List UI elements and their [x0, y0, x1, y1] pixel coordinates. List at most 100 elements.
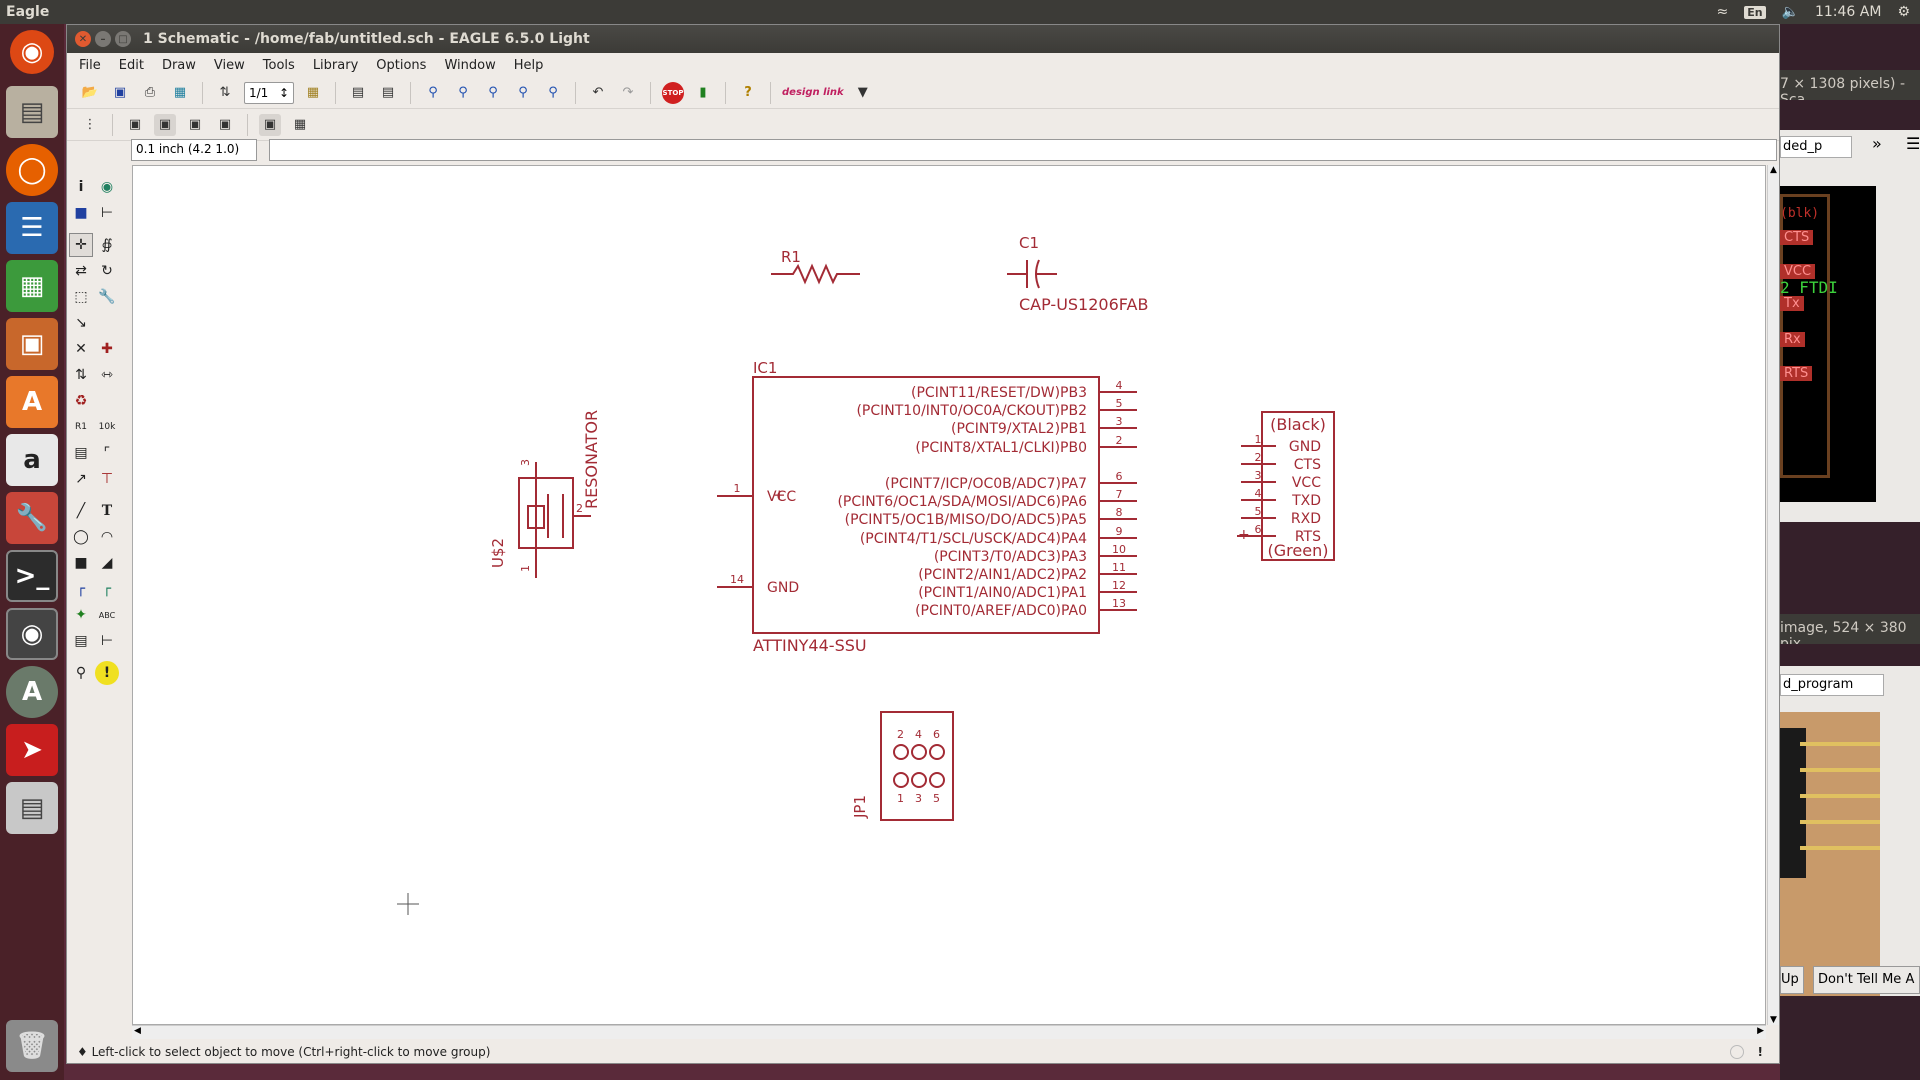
arc-icon[interactable]: ◠	[100, 529, 114, 545]
replace-icon[interactable]: ⇿	[101, 367, 113, 383]
horizontal-scrollbar[interactable]: ◀ ▶	[132, 1025, 1766, 1039]
erc-icon[interactable]: ⚲	[75, 665, 87, 681]
pinswap-icon[interactable]: ⇅	[75, 367, 87, 383]
menu-tools[interactable]: Tools	[262, 57, 295, 73]
layout-2-icon[interactable]: ▣	[154, 113, 176, 136]
vertical-scrollbar[interactable]: ▲ ▼	[1767, 165, 1779, 1025]
add-icon[interactable]: ✚	[101, 341, 113, 357]
go-icon[interactable]: ▮	[699, 85, 707, 100]
rect-icon[interactable]: ■	[74, 555, 88, 571]
ic1-body[interactable]	[752, 376, 1100, 634]
circle-icon[interactable]: ◯	[73, 529, 89, 545]
bg-menu-icon[interactable]: ☰	[1906, 134, 1920, 153]
ftdi-body[interactable]	[1261, 411, 1335, 561]
value-icon[interactable]: 10k	[98, 422, 116, 432]
name-icon[interactable]: R1	[75, 422, 87, 432]
miter-icon[interactable]: ⌜	[103, 445, 111, 461]
text-icon[interactable]: T	[101, 503, 113, 519]
mark-icon[interactable]: ⊢	[100, 205, 114, 221]
amazon-icon[interactable]: a	[6, 434, 58, 486]
open-icon[interactable]: 📂	[81, 85, 99, 100]
zoom-in-icon[interactable]: ⚲	[458, 85, 468, 100]
stop-icon[interactable]: STOP	[662, 81, 684, 104]
writer-icon[interactable]: ☰	[6, 202, 58, 254]
zoom-out-icon[interactable]: ⚲	[488, 85, 498, 100]
minimize-icon[interactable]: –	[95, 31, 111, 47]
ulp-icon[interactable]: ▤	[381, 85, 395, 100]
layout-5-icon[interactable]: ▣	[259, 113, 281, 136]
command-input[interactable]	[269, 139, 1777, 161]
split-icon[interactable]: ↗	[75, 471, 87, 487]
bg-up-button[interactable]: Up	[1780, 966, 1804, 994]
keyboard-indicator[interactable]: En	[1744, 5, 1766, 19]
group-icon[interactable]: ⬚	[74, 289, 88, 305]
close-icon[interactable]: ✕	[75, 31, 91, 47]
cam-icon[interactable]: ▦	[173, 85, 187, 100]
schematic-canvas[interactable]: R1 C1 CAP-US1206FAB IC1 ATTINY44-SSU U$2…	[132, 165, 1766, 1025]
show-icon[interactable]: ◉	[100, 179, 114, 195]
layout-1-icon[interactable]: ▣	[128, 117, 142, 132]
dimension-icon[interactable]: ⊢	[100, 633, 114, 649]
attribute-icon[interactable]: ▤	[74, 633, 88, 649]
zoom-fit-icon[interactable]: ⚲	[428, 85, 438, 100]
menu-window[interactable]: Window	[444, 57, 496, 73]
status-alert-icon[interactable]: !	[1757, 1045, 1763, 1059]
design-link-icon[interactable]: design link	[782, 87, 844, 98]
menu-help[interactable]: Help	[513, 57, 544, 73]
change-icon[interactable]: 🔧	[98, 289, 116, 305]
junction-icon[interactable]: ✦	[75, 607, 87, 623]
layout-4-icon[interactable]: ▣	[218, 117, 232, 132]
trash-icon[interactable]: 🗑	[6, 1020, 58, 1072]
bus-icon[interactable]: ┌	[76, 581, 86, 597]
settings-icon[interactable]: 🔧	[6, 492, 58, 544]
zoom-redraw-icon[interactable]: ⚲	[518, 85, 528, 100]
menu-edit[interactable]: Edit	[118, 57, 144, 73]
terminal-icon[interactable]: >_	[6, 550, 58, 602]
menu-options[interactable]: Options	[376, 57, 427, 73]
info-icon[interactable]: i	[78, 179, 84, 195]
smash-icon[interactable]: ▤	[74, 445, 88, 461]
net-icon[interactable]: ┌	[102, 581, 112, 597]
copy-icon[interactable]: ∯	[101, 237, 113, 253]
resonator-body[interactable]	[518, 477, 574, 549]
paste-icon[interactable]: ↘	[75, 315, 87, 331]
drive-icon[interactable]: ▤	[6, 782, 58, 834]
eagle-icon[interactable]: ➤	[6, 724, 58, 776]
undo-icon[interactable]: ↶	[592, 85, 604, 100]
jp1-body[interactable]	[880, 711, 954, 821]
calc-icon[interactable]: ▦	[6, 260, 58, 312]
firefox-icon[interactable]: ◯	[6, 144, 58, 196]
save-icon[interactable]: ▣	[113, 85, 127, 100]
menu-library[interactable]: Library	[312, 57, 359, 73]
grid-icon[interactable]: ⋮	[83, 117, 97, 132]
zoom-select-icon[interactable]: ⚲	[548, 85, 558, 100]
layout-3-icon[interactable]: ▣	[188, 117, 202, 132]
bg-tab-2[interactable]: d_program	[1780, 674, 1884, 696]
print-icon[interactable]: ⎙	[144, 85, 156, 100]
help-icon[interactable]: ?	[744, 85, 752, 100]
move-icon[interactable]: ✛	[69, 233, 93, 257]
board-icon[interactable]: ▦	[306, 85, 320, 100]
bg-more-icon[interactable]: »	[1872, 134, 1882, 153]
wire-icon[interactable]: ╱	[76, 503, 86, 519]
dash-icon[interactable]: ◉	[10, 30, 54, 74]
gateswap-icon[interactable]: ♻	[74, 393, 88, 409]
sheet-select[interactable]: 1/1↕	[244, 81, 294, 104]
chevron-down-icon[interactable]: ▼	[857, 85, 868, 100]
files-icon[interactable]: ▤	[6, 86, 58, 138]
menu-view[interactable]: View	[213, 57, 245, 73]
impress-icon[interactable]: ▣	[6, 318, 58, 370]
maximize-icon[interactable]: □	[115, 31, 131, 47]
invoke-icon[interactable]: ⊤	[100, 471, 114, 487]
redo-icon[interactable]: ↷	[622, 85, 634, 100]
wifi-icon[interactable]: ≈	[1716, 4, 1729, 20]
mirror-icon[interactable]: ⇄	[75, 263, 87, 279]
menu-file[interactable]: File	[79, 57, 101, 73]
layout-6-icon[interactable]: ▦	[293, 117, 307, 132]
bg-tab-1[interactable]: ded_p	[1780, 136, 1852, 158]
disk-icon[interactable]: ◉	[6, 608, 58, 660]
polygon-icon[interactable]: ◢	[101, 555, 113, 571]
delete-icon[interactable]: ✕	[75, 341, 87, 357]
bg-dont-tell-button[interactable]: Don't Tell Me A	[1813, 966, 1920, 994]
menu-draw[interactable]: Draw	[161, 57, 196, 73]
